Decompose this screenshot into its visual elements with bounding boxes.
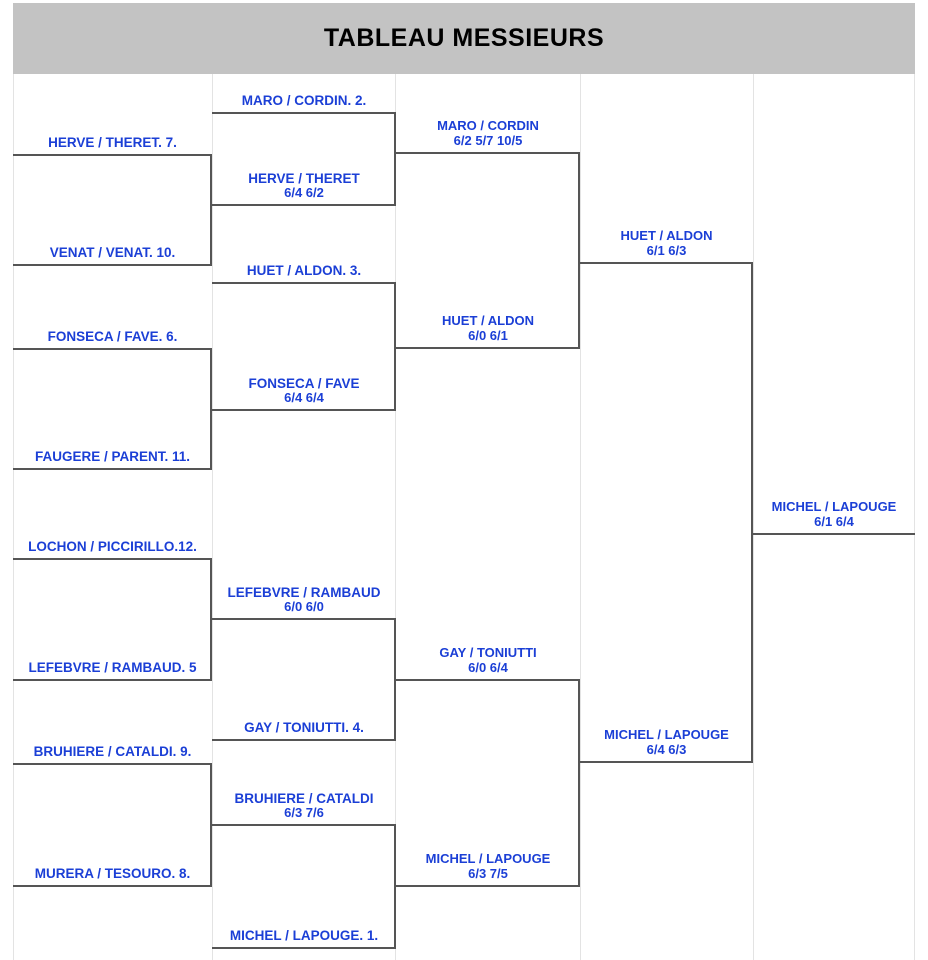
page-title: TABLEAU MESSIEURS [323, 24, 605, 52]
r2-slot-4[interactable]: FONSECA / FAVE 6/4 6/4 [212, 284, 396, 411]
player-name: LEFEBVRE / RAMBAUD [227, 584, 381, 600]
player-name: MARO / CORDIN. 2. [241, 93, 367, 109]
match-score: 6/2 5/7 10/5 [453, 133, 523, 149]
player-name: FONSECA / FAVE. 6. [47, 329, 178, 345]
player-name: BRUHIERE / CATALDI [234, 790, 374, 806]
sf-slot-1[interactable]: HUET / ALDON 6/1 6/3 [580, 76, 753, 264]
player-name: HERVE / THERET [248, 170, 360, 186]
player-name: HUET / ALDON [442, 313, 534, 329]
r1-slot-8[interactable]: MURERA / TESOURO. 8. [13, 765, 212, 887]
player-name: MICHEL / LAPOUGE [604, 727, 729, 743]
column-separator-6 [914, 74, 915, 960]
r1-slot-5[interactable]: LOCHON / PICCIRILLO.12. [13, 470, 212, 560]
match-score: 6/4 6/2 [284, 185, 324, 201]
player-name: HUET / ALDON. 3. [246, 263, 362, 279]
qf-slot-1[interactable]: MARO / CORDIN 6/2 5/7 10/5 [396, 76, 580, 154]
column-separator-2 [212, 74, 213, 960]
r1-connector-4 [210, 765, 212, 887]
r2-slot-7[interactable]: BRUHIERE / CATALDI 6/3 7/6 [212, 741, 396, 826]
player-name: MICHEL / LAPOUGE [771, 499, 897, 515]
r1-connector-3 [210, 560, 212, 681]
match-score: 6/1 6/4 [814, 514, 854, 530]
player-name: VENAT / VENAT. 10. [49, 245, 176, 261]
r2-slot-5[interactable]: LEFEBVRE / RAMBAUD 6/0 6/0 [212, 411, 396, 620]
r2-connector-2 [394, 284, 396, 411]
column-separator-3 [395, 74, 396, 960]
player-name: HUET / ALDON [620, 228, 713, 244]
sf-connector-1 [751, 264, 753, 763]
final-slot-winner[interactable]: MICHEL / LAPOUGE 6/1 6/4 [753, 264, 915, 535]
r1-connector-1 [210, 156, 212, 266]
r1-slot-2[interactable]: VENAT / VENAT. 10. [13, 156, 212, 266]
r2-slot-3[interactable]: HUET / ALDON. 3. [212, 206, 396, 284]
r2-connector-4 [394, 826, 396, 949]
qf-slot-3[interactable]: GAY / TONIUTTI 6/0 6/4 [396, 600, 580, 681]
match-score: 6/3 7/6 [284, 805, 324, 821]
r1-slot-6[interactable]: LEFEBVRE / RAMBAUD. 5 [13, 560, 212, 681]
player-name: LEFEBVRE / RAMBAUD. 5 [28, 660, 197, 676]
r2-slot-1[interactable]: MARO / CORDIN. 2. [212, 78, 396, 114]
r1-slot-1[interactable]: HERVE / THERET. 7. [13, 76, 212, 156]
player-name: MARO / CORDIN [437, 118, 539, 134]
match-score: 6/0 6/0 [284, 599, 324, 615]
r2-connector-1 [394, 114, 396, 206]
qf-slot-4[interactable]: MICHEL / LAPOUGE 6/3 7/5 [396, 681, 580, 887]
r1-slot-7[interactable]: BRUHIERE / CATALDI. 9. [13, 681, 212, 765]
player-name: MICHEL / LAPOUGE. 1. [229, 928, 379, 944]
player-name: MICHEL / LAPOUGE [425, 851, 551, 867]
r2-slot-6[interactable]: GAY / TONIUTTI. 4. [212, 620, 396, 741]
r1-slot-3[interactable]: FONSECA / FAVE. 6. [13, 266, 212, 350]
player-name: GAY / TONIUTTI [439, 645, 537, 661]
r2-slot-2[interactable]: HERVE / THERET 6/4 6/2 [212, 114, 396, 206]
match-score: 6/1 6/3 [646, 243, 687, 259]
r1-slot-4[interactable]: FAUGERE / PARENT. 11. [13, 350, 212, 470]
match-score: 6/0 6/1 [468, 328, 508, 344]
qf-connector-1 [578, 154, 580, 349]
player-name: LOCHON / PICCIRILLO.12. [28, 539, 197, 555]
r2-slot-8[interactable]: MICHEL / LAPOUGE. 1. [212, 826, 396, 949]
column-separator-5 [753, 74, 754, 960]
match-score: 6/0 6/4 [468, 660, 508, 676]
match-score: 6/4 6/3 [646, 742, 687, 758]
match-score: 6/3 7/5 [468, 866, 508, 882]
r2-connector-3 [394, 620, 396, 741]
player-name: HERVE / THERET. 7. [48, 135, 177, 151]
sf-slot-2[interactable]: MICHEL / LAPOUGE 6/4 6/3 [580, 264, 753, 763]
player-name: GAY / TONIUTTI. 4. [244, 720, 364, 736]
player-name: FAUGERE / PARENT. 11. [34, 449, 191, 465]
player-name: MURERA / TESOURO. 8. [34, 866, 191, 882]
player-name: BRUHIERE / CATALDI. 9. [33, 744, 192, 760]
qf-connector-2 [578, 681, 580, 887]
column-separator-4 [580, 74, 581, 960]
r1-connector-2 [210, 350, 212, 470]
page-title-bar: TABLEAU MESSIEURS [13, 3, 915, 74]
player-name: FONSECA / FAVE [248, 375, 360, 391]
qf-slot-2[interactable]: HUET / ALDON 6/0 6/1 [396, 154, 580, 349]
column-separator-1 [13, 74, 14, 960]
match-score: 6/4 6/4 [284, 390, 324, 406]
